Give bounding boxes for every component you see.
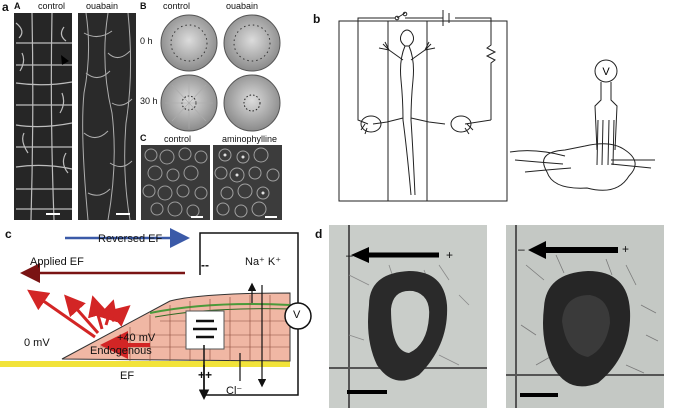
- endogenous-text: Endogenous: [90, 345, 152, 357]
- panel-a-ouabain-image: [78, 13, 136, 220]
- reversed-ef-text: Reversed EF: [98, 233, 163, 245]
- ef-text: EF: [120, 370, 135, 382]
- row-30h-label: 30 h: [140, 96, 158, 106]
- panel-d-label: d: [315, 227, 323, 241]
- na-k-ions-text: Na⁺ K⁺: [245, 256, 282, 268]
- panel-b-caption-ouabain: ouabain: [226, 1, 259, 11]
- panel-c-diagram: [0, 228, 312, 400]
- applied-ef-text: Applied EF: [30, 256, 84, 268]
- panel-b-diagram: V: [338, 10, 655, 202]
- panel-c-aminophylline-image: [213, 145, 282, 220]
- plus40-mv-text: +40 mV: [117, 332, 156, 344]
- dish-grid: [160, 14, 281, 132]
- zero-mv-text: 0 mV: [24, 337, 50, 349]
- panel-d-left-plus: +: [446, 248, 454, 262]
- panel-a-sub-B: B: [140, 1, 147, 11]
- row-0h-label: 0 h: [140, 36, 153, 46]
- panel-d-right-image: [506, 225, 664, 408]
- minus-charges-text: --: [201, 258, 209, 272]
- panel-c-caption-aminophylline: aminophylline: [222, 134, 278, 144]
- panel-c-label: c: [5, 227, 12, 241]
- voltmeter-label: V: [293, 309, 301, 321]
- panel-a-caption-control: control: [38, 1, 66, 11]
- panel-b-meter-label: V: [602, 66, 610, 78]
- panel-b-label: b: [313, 12, 321, 26]
- plus-charges-text: ++: [198, 368, 213, 382]
- panel-b-caption-control: control: [163, 1, 191, 11]
- panel-c-caption-control: control: [164, 134, 192, 144]
- panel-a-label: a: [2, 0, 9, 14]
- panel-a-sub-C: C: [140, 133, 147, 143]
- panel-d-left-minus: –: [346, 248, 353, 262]
- panel-d-right-minus: –: [518, 242, 525, 256]
- panel-d-right-plus: +: [622, 242, 630, 256]
- panel-a-control-image: [14, 13, 72, 220]
- panel-d-left-image: [329, 225, 487, 408]
- panel-c-control-image: [141, 145, 210, 220]
- panel-a-caption-ouabain: ouabain: [86, 1, 119, 11]
- panel-a-sub-A: A: [14, 1, 21, 11]
- cl-ion-text: Cl⁻: [226, 385, 243, 397]
